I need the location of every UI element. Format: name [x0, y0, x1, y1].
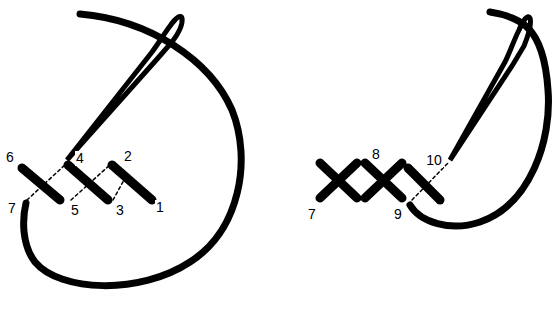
callout-number: 5: [70, 203, 80, 218]
callout-number: 8: [371, 147, 381, 162]
callout-number: 7: [307, 207, 317, 222]
callout-number: 7: [7, 201, 17, 216]
callout-number: 2: [123, 149, 133, 164]
callout-number: 3: [115, 203, 125, 218]
callout-number: 1: [155, 200, 165, 215]
callout-number: 10: [425, 153, 443, 168]
callout-number: 4: [75, 151, 85, 166]
callout-number: 6: [5, 150, 15, 165]
callout-number: 9: [393, 207, 403, 222]
